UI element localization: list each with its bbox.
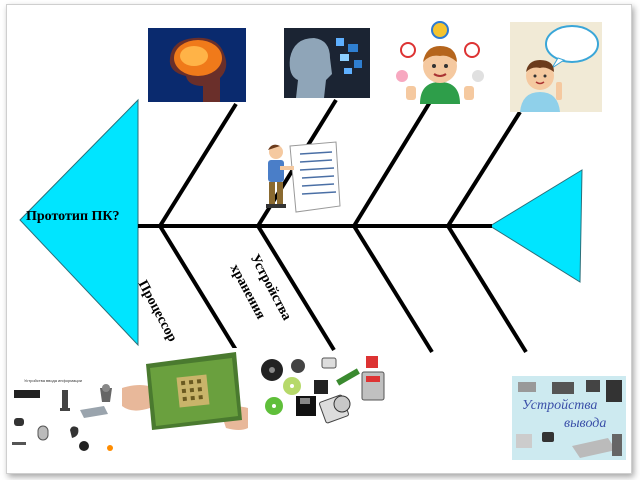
bone-upper-4 <box>446 110 522 228</box>
output-devices-image: Устройства вывода <box>512 376 626 460</box>
bone-lower-1 <box>158 224 238 352</box>
input-devices-title: Устройства ввода информации <box>24 378 82 383</box>
bone-lower-3 <box>352 224 434 354</box>
diagram-head-label: Прототип ПК? <box>26 209 120 224</box>
boy-ideas-image <box>396 21 484 104</box>
input-devices-icons <box>12 384 113 451</box>
bone-lower-2 <box>256 224 336 352</box>
input-devices-image: Устройства ввода информации <box>8 374 120 460</box>
boy-speech-bubble-image <box>510 22 602 112</box>
digital-head-image <box>284 28 370 98</box>
bone-upper-3 <box>352 100 432 228</box>
output-devices-icons <box>516 380 622 458</box>
output-devices-label-line2: вывода <box>564 416 607 431</box>
brain-image <box>148 28 246 102</box>
cpu-chip-image <box>122 348 248 434</box>
storage-devices-image <box>261 356 385 424</box>
output-devices-label-line1: Устройства <box>522 398 598 413</box>
bone-upper-1 <box>158 102 238 228</box>
fish-tail <box>489 169 583 283</box>
fish-head <box>19 98 139 347</box>
bone-lower-4 <box>446 224 528 354</box>
man-with-document-image <box>266 141 341 213</box>
